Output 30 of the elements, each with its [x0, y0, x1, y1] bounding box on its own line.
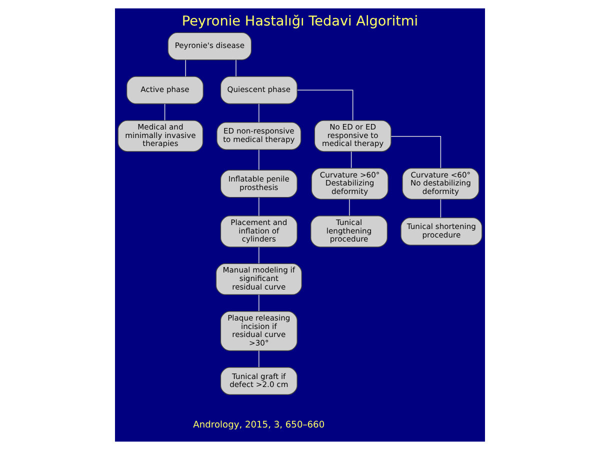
node-box: No ED or ED responsive to medical therapy — [314, 120, 392, 152]
node-box: Tunical graft if defect >2.0 cm — [220, 367, 298, 396]
connector — [258, 350, 260, 368]
node-box: Placement and inflation of cylinders — [220, 216, 298, 248]
connector — [440, 198, 442, 218]
node-box: ED non-responsive to medical therapy — [216, 122, 302, 150]
node-box: Tunical shortening procedure — [400, 217, 482, 246]
node-box: Manual modeling if significant residual curve — [216, 263, 302, 296]
connector — [258, 104, 260, 123]
connector — [349, 198, 350, 216]
connector — [258, 149, 260, 170]
node-box: Plaque releasing incision if residual curve >30° — [220, 310, 298, 352]
node-box: Inflatable penile prosthesis — [220, 170, 298, 198]
diagram-title: Peyronie Hastalığı Tedavi Algoritmi — [182, 13, 418, 30]
node-box: Peyronie's disease — [168, 32, 252, 60]
node-box: Curvature <60° No destabilizing deformity — [402, 168, 480, 200]
node-box: Curvature >60° Destabilizing deformity — [311, 168, 388, 200]
connector — [350, 151, 352, 168]
node-box: Quiescent phase — [220, 76, 298, 104]
connector — [390, 136, 442, 168]
connector — [297, 90, 354, 121]
label: Andrology, 2015, 3, 650–660 — [193, 420, 325, 430]
connector — [258, 246, 260, 264]
connector — [258, 197, 260, 216]
connector — [258, 294, 260, 312]
node-box: Medical and minimally invasive therapies — [118, 120, 204, 152]
connector — [185, 60, 186, 77]
node-box: Active phase — [126, 76, 204, 104]
connector — [164, 104, 166, 121]
node-box: Tunical lengthening procedure — [310, 216, 388, 248]
